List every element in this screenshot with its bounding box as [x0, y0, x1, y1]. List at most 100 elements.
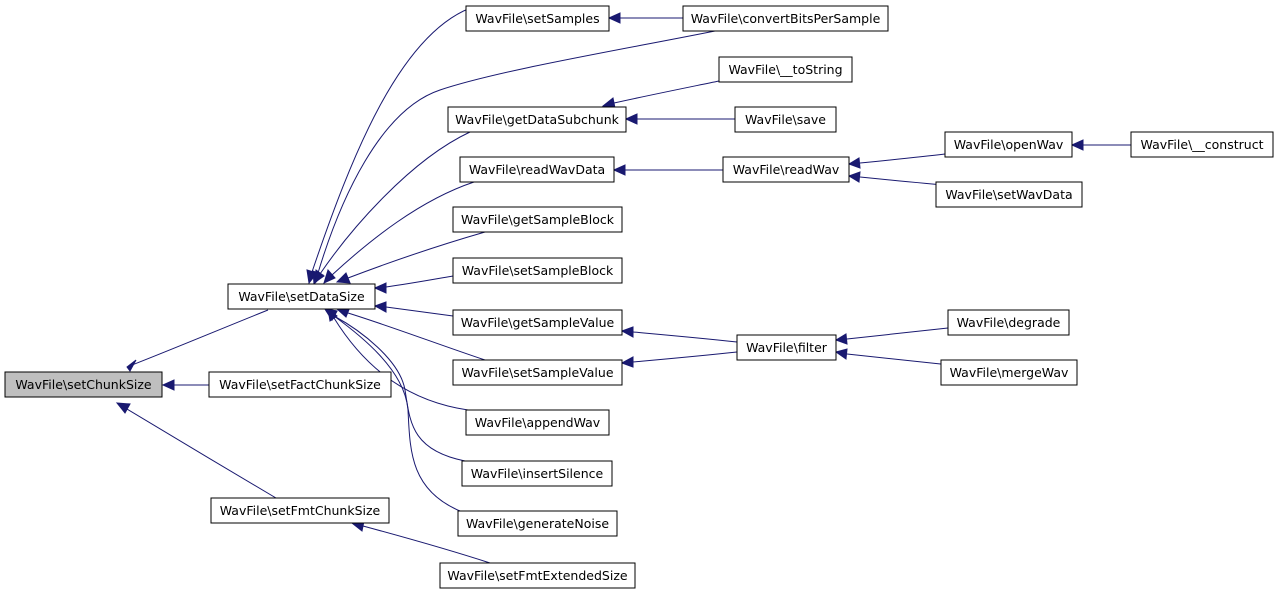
function-node[interactable]: WavFile\getSampleValue	[452, 309, 623, 336]
node-box	[947, 309, 1070, 336]
arrowhead-icon	[834, 333, 848, 345]
call-edge-n23-to-n19	[834, 348, 951, 366]
edge-line	[126, 408, 277, 499]
node-label: WavFile\setSampleBlock	[462, 263, 614, 278]
node-label: WavFile\mergeWav	[950, 365, 1069, 380]
arrowhead-icon	[620, 326, 634, 338]
node-box	[452, 359, 623, 386]
node-box	[452, 309, 623, 336]
arrowhead-icon	[126, 359, 137, 372]
edge-line	[331, 181, 475, 276]
function-node[interactable]: WavFile\getDataSubchunk	[447, 106, 627, 133]
edge-line	[131, 309, 269, 366]
node-label: WavFile\readWavData	[469, 162, 605, 177]
node-box	[439, 562, 636, 589]
function-node[interactable]: WavFile\setWavData	[935, 181, 1083, 208]
function-node[interactable]: WavFile\readWavData	[459, 156, 615, 183]
node-label: WavFile\insertSilence	[471, 466, 604, 481]
function-node[interactable]: WavFile\setFmtChunkSize	[210, 497, 390, 524]
function-node[interactable]: WavFile\degrade	[947, 309, 1070, 336]
function-node[interactable]: WavFile\__construct	[1130, 131, 1274, 158]
call-edge-n20-to-n18	[847, 153, 946, 169]
node-label: WavFile\setFmtChunkSize	[220, 503, 381, 518]
node-box	[734, 106, 837, 133]
function-node[interactable]: WavFile\setSampleBlock	[452, 257, 623, 284]
arrowhead-icon	[115, 402, 131, 414]
function-node[interactable]: WavFile\mergeWav	[940, 359, 1078, 386]
function-node[interactable]: WavFile\getSampleBlock	[452, 206, 623, 233]
edge-line	[311, 5, 477, 273]
call-edge-n8-to-n1	[373, 275, 454, 294]
node-label: WavFile\setWavData	[945, 187, 1072, 202]
function-node[interactable]: WavFile\setSampleValue	[452, 359, 623, 386]
function-node[interactable]: WavFile\setFmtExtendedSize	[439, 562, 636, 589]
edge-line	[846, 353, 951, 366]
arrowhead-icon	[847, 157, 861, 169]
node-box	[465, 409, 610, 436]
function-node[interactable]: WavFile\generateNoise	[457, 510, 618, 537]
function-node[interactable]: WavFile\setSamples	[465, 5, 610, 32]
call-edge-n18-to-n6	[612, 164, 723, 176]
edge-line	[319, 131, 471, 275]
node-box	[452, 206, 623, 233]
function-node[interactable]: WavFile\openWav	[944, 131, 1073, 158]
edge-line	[846, 327, 949, 340]
node-label: WavFile\degrade	[957, 315, 1061, 330]
arrowhead-icon	[161, 379, 175, 391]
function-node[interactable]: WavFile\save	[734, 106, 837, 133]
node-label: WavFile\convertBitsPerSample	[691, 11, 881, 26]
call-edge-n5-to-n1	[313, 131, 471, 285]
call-edge-n17-to-n5	[624, 113, 735, 125]
node-label: WavFile\getDataSubchunk	[455, 112, 620, 127]
edge-line	[317, 30, 716, 274]
node-label: WavFile\readWav	[733, 162, 840, 177]
function-node[interactable]: WavFile\readWav	[722, 156, 850, 183]
arrowhead-icon	[313, 269, 325, 285]
call-edge-n16-to-n5	[601, 80, 720, 109]
call-edge-n19-to-n10	[620, 351, 738, 368]
edge-line	[385, 306, 454, 317]
function-node[interactable]: WavFile\convertBitsPerSample	[682, 5, 889, 32]
node-box	[1130, 131, 1274, 158]
call-edge-n6-to-n1	[323, 181, 475, 284]
function-node-current[interactable]: WavFile\setChunkSize	[4, 371, 163, 398]
node-label: WavFile\getSampleBlock	[461, 212, 615, 227]
call-edge-n7-to-n1	[335, 231, 486, 284]
node-box	[4, 371, 163, 398]
edge-line	[362, 525, 491, 564]
edge-line	[347, 231, 486, 279]
arrowhead-icon	[335, 272, 351, 284]
edge-line	[347, 312, 486, 361]
arrowhead-icon	[323, 268, 336, 284]
node-box	[736, 334, 837, 361]
node-label: WavFile\setSampleValue	[461, 365, 613, 380]
node-box	[718, 56, 853, 83]
call-edge-n24-to-n20	[1070, 139, 1131, 151]
arrowhead-icon	[847, 171, 861, 183]
node-box	[682, 5, 889, 32]
node-label: WavFile\filter	[746, 340, 828, 355]
node-box	[447, 106, 627, 133]
edge-line	[632, 351, 738, 363]
arrowhead-icon	[834, 348, 848, 360]
function-node[interactable]: WavFile\filter	[736, 334, 837, 361]
edge-line	[613, 80, 720, 104]
call-edge-n22-to-n19	[834, 327, 949, 345]
edge-layer	[115, 5, 1131, 564]
node-box	[940, 359, 1078, 386]
function-node[interactable]: WavFile\setFactChunkSize	[208, 371, 392, 398]
node-box	[465, 5, 610, 32]
node-label: WavFile\__construct	[1141, 137, 1264, 152]
function-node[interactable]: WavFile\insertSilence	[461, 460, 613, 487]
call-edge-n2-to-n0	[161, 379, 209, 391]
function-node[interactable]: WavFile\appendWav	[465, 409, 610, 436]
function-node[interactable]: WavFile\setDataSize	[227, 283, 376, 310]
node-label: WavFile\save	[745, 112, 826, 127]
node-box	[459, 156, 615, 183]
node-label: WavFile\setSamples	[475, 11, 599, 26]
edge-line	[859, 153, 946, 164]
node-label: WavFile\setChunkSize	[15, 377, 152, 392]
arrowhead-icon	[607, 12, 621, 24]
arrowhead-icon	[373, 301, 387, 313]
function-node[interactable]: WavFile\__toString	[718, 56, 853, 83]
